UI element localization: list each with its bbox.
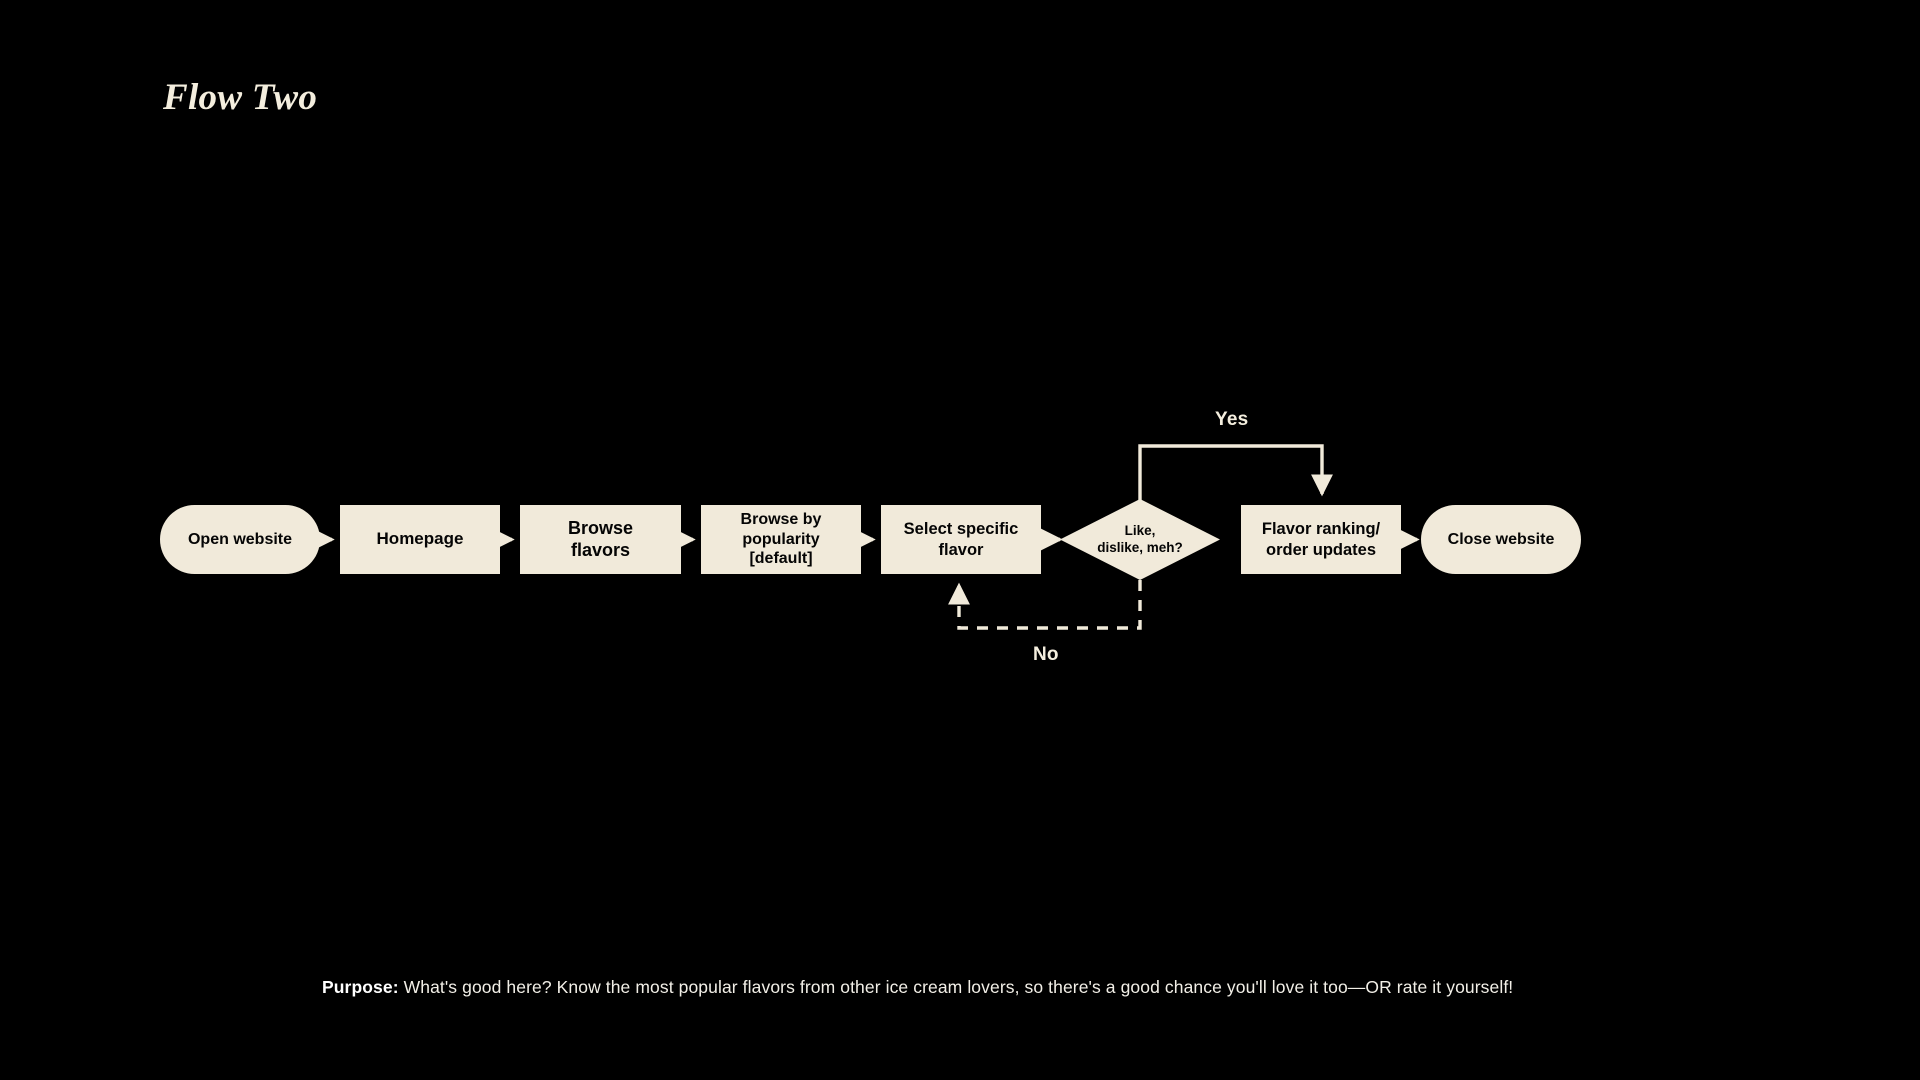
purpose-key: Purpose:	[322, 977, 399, 997]
node-open-website-label: Open website	[187, 530, 293, 548]
node-browse-flavors-label: Browse flavors	[567, 517, 634, 560]
node-homepage-label: Homepage	[376, 529, 464, 549]
node-close-website-label: Close website	[1447, 530, 1555, 548]
branch-label-yes: Yes	[1215, 409, 1249, 430]
node-browse-by-popularity[interactable]: Browse by popularity [default]	[701, 505, 861, 574]
node-open-website[interactable]: Open website	[160, 505, 320, 574]
purpose-text: What's good here? Know the most popular …	[398, 977, 1514, 997]
node-rating-decision[interactable]: Like, dislike, meh?	[1060, 499, 1220, 580]
page-title: Flow Two	[163, 77, 318, 118]
node-browse-flavors[interactable]: Browse flavors	[520, 505, 681, 574]
node-select-specific-flavor[interactable]: Select specific flavor	[881, 505, 1041, 574]
arrow-yes-path	[1138, 444, 1334, 500]
node-flavor-ranking-label: Flavor ranking/ order updates	[1261, 520, 1381, 559]
arrow-no-path	[947, 580, 1142, 630]
node-browse-by-popularity-label: Browse by popularity [default]	[740, 511, 822, 568]
node-rating-decision-label: Like, dislike, meh?	[1097, 522, 1183, 555]
purpose-statement: Purpose: What's good here? Know the most…	[322, 977, 1513, 998]
node-close-website[interactable]: Close website	[1421, 505, 1581, 574]
node-homepage[interactable]: Homepage	[340, 505, 500, 574]
branch-label-no: No	[1033, 644, 1059, 665]
node-flavor-ranking[interactable]: Flavor ranking/ order updates	[1241, 505, 1401, 574]
node-select-specific-flavor-label: Select specific flavor	[903, 520, 1019, 559]
